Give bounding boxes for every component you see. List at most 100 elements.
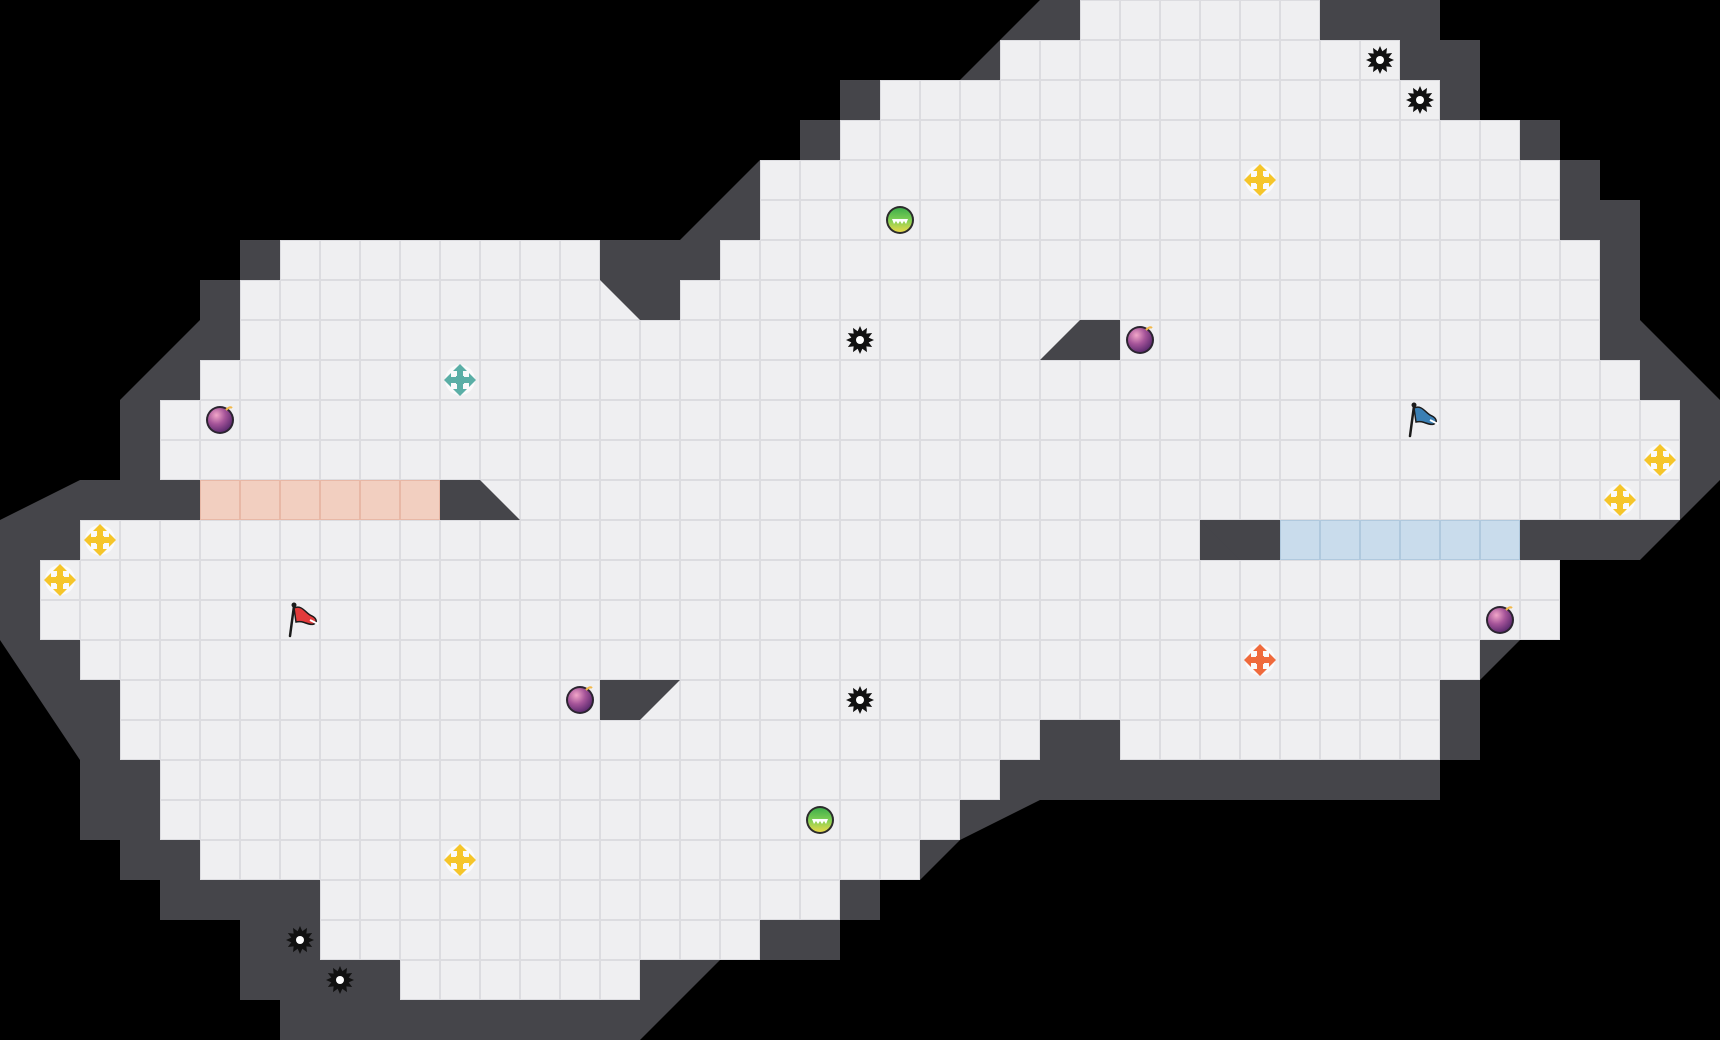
floor-tile [1160,400,1200,440]
floor-tile [1320,480,1360,520]
floor-tile [1480,600,1520,640]
floor-tile [960,240,1000,280]
floor-tile [520,320,560,360]
floor-tile [600,560,640,600]
floor-tile [880,160,920,200]
floor-tile [720,240,760,280]
floor-tile [1120,280,1160,320]
floor-tile [1080,600,1120,640]
floor-tile [760,280,800,320]
floor-tile [1040,440,1080,480]
floor-tile [360,880,400,920]
floor-tile [1240,0,1280,40]
floor-tile [960,200,1000,240]
floor-tile [1320,120,1360,160]
floor-tile [1040,560,1080,600]
floor-tile [1440,320,1480,360]
floor-tile [400,280,440,320]
floor-tile [240,840,280,880]
floor-tile [320,600,360,640]
floor-tile [1080,280,1120,320]
floor-tile [880,400,920,440]
floor-strip [160,760,1000,800]
floor-tile [640,440,680,480]
floor-tile [1240,680,1280,720]
floor-tile [840,600,880,640]
floor-tile [880,520,920,560]
floor-tile [1440,160,1480,200]
floor-tile [1480,240,1520,280]
floor-tile [400,400,440,440]
bomb-icon [566,686,594,714]
floor-tile [1200,680,1240,720]
floor-tile [880,800,920,840]
floor-tile [1080,80,1120,120]
floor-tile [800,640,840,680]
floor-tile [880,360,920,400]
floor-tile [1120,200,1160,240]
floor-tile [640,760,680,800]
floor-tile [240,800,280,840]
floor-tile [200,520,240,560]
floor-tile [280,720,320,760]
floor-tile [320,720,360,760]
floor-tile [1280,720,1320,760]
floor-tile [400,560,440,600]
floor-tile [1160,440,1200,480]
floor-tile [1000,320,1040,360]
floor-tile [720,600,760,640]
floor-tile [1280,200,1320,240]
floor-tile [1320,80,1360,120]
floor-tile [600,840,640,880]
floor-tile [560,520,600,560]
floor-tile [640,880,680,920]
grid-layer [40,0,1680,1000]
floor-tile [1400,600,1440,640]
floor-tile [440,440,480,480]
floor-tile [1200,480,1240,520]
floor-tile [1120,520,1160,560]
boost-icon-neutral [444,844,476,876]
floor-tile [400,640,440,680]
floor-tile [1440,120,1480,160]
floor-tile [680,640,720,680]
floor-tile [600,400,640,440]
floor-tile [1320,720,1360,760]
floor-tile [1400,560,1440,600]
floor-tile [800,200,840,240]
floor-tile [1120,120,1160,160]
floor-tile [1160,360,1200,400]
floor-tile [1320,440,1360,480]
floor-tile [1280,160,1320,200]
floor-tile [1120,480,1160,520]
floor-tile [760,560,800,600]
floor-tile [680,920,720,960]
powerup-icon [886,206,914,234]
floor-tile [880,600,920,640]
floor-tile [600,960,640,1000]
item-layer [44,46,1676,994]
floor-tile [720,800,760,840]
floor-tile [1560,320,1600,360]
floor-tile [200,840,240,880]
floor-tile [840,800,880,840]
floor-tile [680,320,720,360]
floor-tile [1480,200,1520,240]
floor-tile [1160,320,1200,360]
floor-tile [1200,240,1240,280]
floor-tile [480,600,520,640]
floor-tile [840,240,880,280]
floor-tile [1120,240,1160,280]
floor-tile [760,240,800,280]
floor-tile [800,160,840,200]
powerup-icon [806,806,834,834]
floor-tile [880,120,920,160]
floor-tile [160,440,200,480]
floor-tile [960,80,1000,120]
floor-tile [560,640,600,680]
floor-tile [1040,160,1080,200]
floor-tile [960,480,1000,520]
floor-tile [1440,600,1480,640]
floor-tile [1040,640,1080,680]
floor-tile [800,600,840,640]
